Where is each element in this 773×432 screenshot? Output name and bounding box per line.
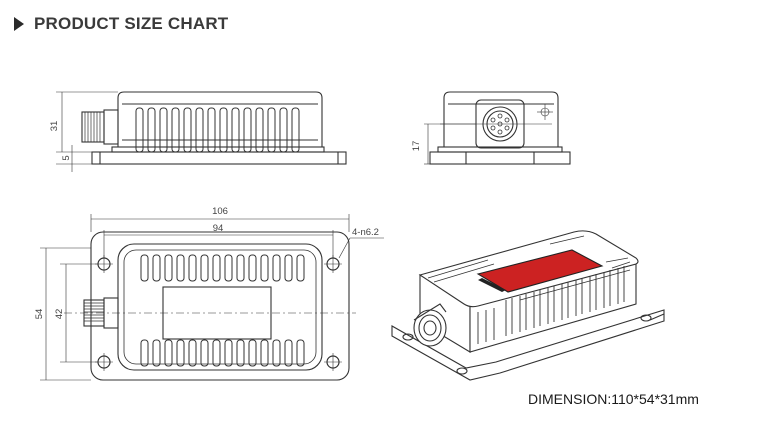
front-view [424, 91, 571, 165]
dim-base-thickness: 5 [61, 155, 72, 160]
isometric-view [391, 230, 665, 381]
dim-overall-width: 54 [34, 309, 45, 320]
dim-hole-spacing-width: 42 [54, 309, 65, 320]
triangle-right-icon [14, 17, 24, 31]
dim-height-total: 31 [49, 121, 60, 132]
section-title: PRODUCT SIZE CHART [34, 14, 229, 33]
dim-connector-height: 17 [411, 141, 422, 152]
section-header: PRODUCT SIZE CHART [14, 10, 228, 38]
top-view [64, 231, 356, 381]
dim-hole-spacing-length: 94 [213, 223, 224, 234]
dimension-caption: DIMENSION:110*54*31mm [528, 391, 699, 407]
dim-hole-spec: 4-n6.2 [352, 227, 379, 238]
side-view [56, 91, 347, 172]
top-view-dimension-lines [40, 214, 384, 381]
dim-overall-length: 106 [212, 206, 228, 217]
